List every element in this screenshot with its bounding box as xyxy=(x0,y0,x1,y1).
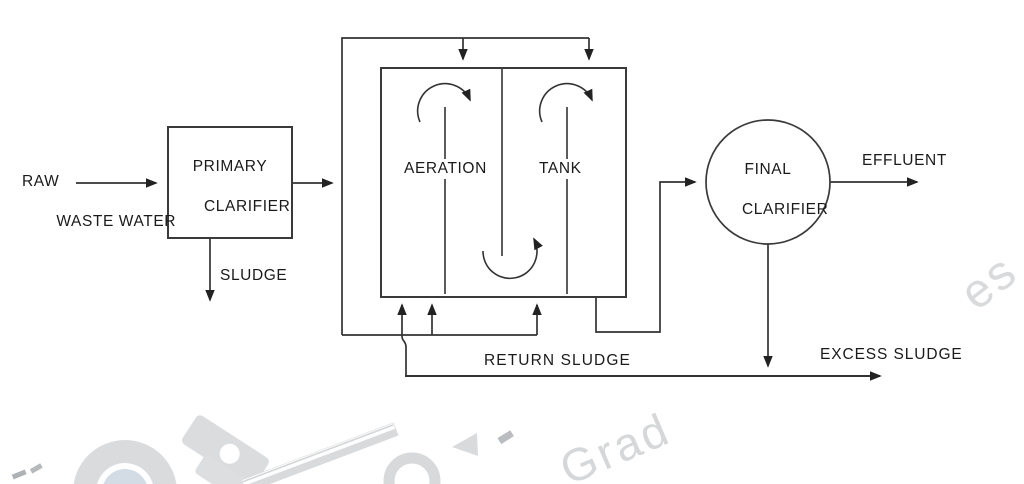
vessels xyxy=(167,67,831,298)
raw-waste-water-label: RAW WASTE WATER xyxy=(22,172,176,232)
aeration-tank-box xyxy=(380,67,627,298)
mixer-arc-bottom-icon xyxy=(482,237,543,280)
effluent-label: EFFLUENT xyxy=(862,152,947,169)
watermark-circle xyxy=(383,452,441,484)
sludge-label: SLUDGE xyxy=(220,267,288,284)
final-label-line1: FINAL xyxy=(744,161,792,178)
tank-internals xyxy=(416,69,593,294)
watermark-blob xyxy=(182,415,269,484)
primary-label-line2: CLARIFIER xyxy=(204,198,291,215)
watermark-blob2 xyxy=(195,455,264,484)
flow-lines xyxy=(76,37,919,381)
final-clarifier-label: FINAL CLARIFIER xyxy=(706,160,830,220)
watermark-mark xyxy=(29,463,43,474)
watermark-stripe-line xyxy=(241,424,394,483)
top-header-line xyxy=(341,37,589,335)
watermark-stripe xyxy=(242,422,399,484)
excess-sludge-label: EXCESS SLUDGE xyxy=(820,346,963,363)
watermark-ring-outer xyxy=(73,440,177,484)
watermark-mark xyxy=(11,469,27,480)
primary-clarifier-label: PRIMARY CLARIFIER xyxy=(168,157,292,217)
watermark-stripe-gap xyxy=(241,423,396,484)
raw-label-line1: RAW xyxy=(22,173,60,190)
tank-label: TANK xyxy=(536,159,585,179)
return-sludge-label: RETURN SLUDGE xyxy=(484,352,631,369)
primary-clarifier-box xyxy=(167,126,293,239)
mixer-arc-right-icon xyxy=(538,82,593,123)
watermark-ring-center xyxy=(103,469,147,484)
mixer-arc-left-icon xyxy=(416,82,471,123)
tank-outlet-line xyxy=(595,177,697,333)
final-label-line2: CLARIFIER xyxy=(742,201,829,218)
primary-label-line1: PRIMARY xyxy=(192,158,268,175)
aeration-label: AERATION xyxy=(401,159,490,179)
watermark-wedge xyxy=(452,433,478,456)
watermark-logo xyxy=(11,415,514,484)
watermark-mark2 xyxy=(497,430,514,445)
return-sludge-riser xyxy=(397,303,407,376)
final-clarifier-circle xyxy=(705,119,831,245)
raw-label-line2: WASTE WATER xyxy=(56,213,177,230)
